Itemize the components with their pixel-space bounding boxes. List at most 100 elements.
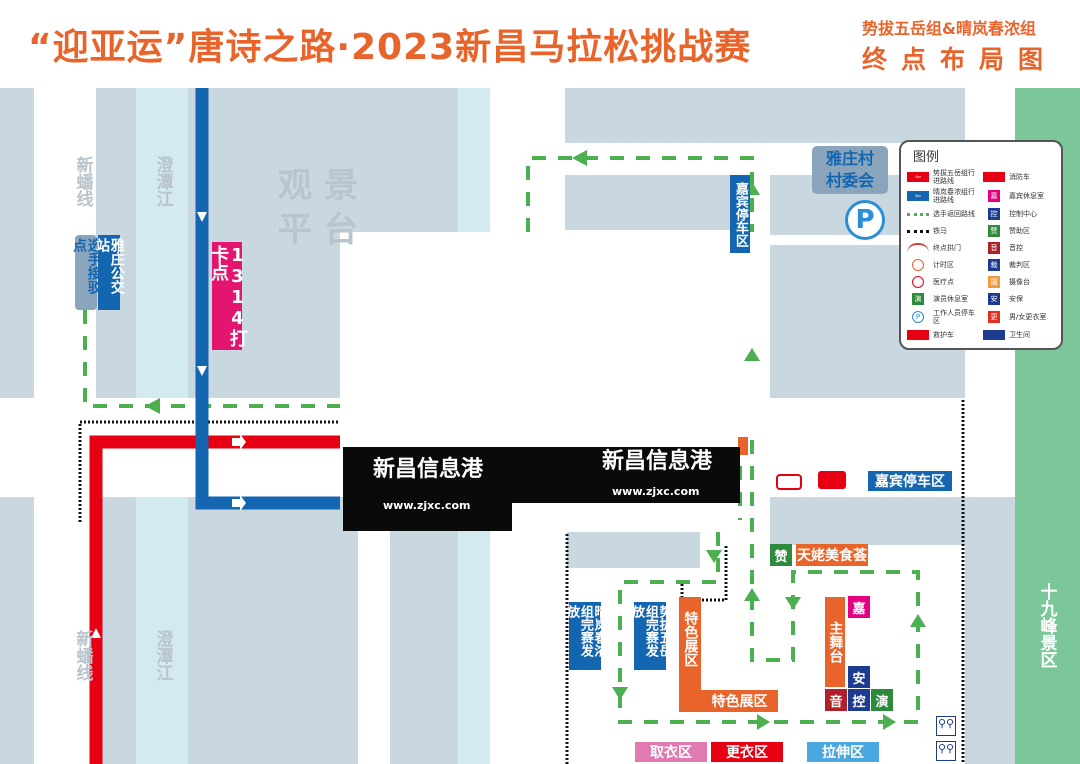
- fire-truck-icon: [818, 471, 846, 489]
- arch-icon: [907, 243, 929, 253]
- legend-label: 摄像台: [1009, 278, 1030, 286]
- city-block: [188, 497, 358, 764]
- toilet-icon: [983, 330, 1005, 340]
- legend-label: 男/女更衣室: [1009, 313, 1047, 321]
- performer-room-mark: 演: [871, 689, 893, 711]
- finish-qinglan-label: 晴岚春浓组完赛发放: [564, 602, 606, 670]
- legend-mark-icon: 音: [988, 242, 1000, 254]
- legend-item: 安安保: [983, 292, 1055, 306]
- blue-route: [195, 88, 340, 510]
- vip-parking-label: 嘉宾停车区: [868, 471, 952, 491]
- legend-label: 工作人员停车区: [933, 309, 975, 325]
- blank-region: [340, 232, 740, 446]
- city-block: [565, 88, 965, 143]
- watermark-logo: 新昌信息港 www.zjxc.com: [343, 447, 512, 531]
- legend-mark-icon: P: [912, 311, 924, 323]
- changing-area-label: 更衣区: [711, 742, 783, 762]
- fire-truck-icon: [983, 172, 1005, 182]
- legend-item: 裁裁判区: [983, 258, 1055, 272]
- feature-zone-label: 特色展区: [701, 690, 778, 712]
- map-subtitle: 势拔五岳组&晴岚春浓组: [862, 19, 1036, 38]
- legend-item: ⇦晴岚春浓组行进路线: [907, 188, 979, 204]
- return-arrows: [145, 150, 926, 730]
- legend-item: 音 音控: [983, 241, 1055, 255]
- city-block: [965, 497, 1015, 764]
- legend-item: 摄摄像台: [983, 275, 1055, 289]
- black-dots-icon: [907, 229, 929, 233]
- route-arrows: [91, 212, 246, 638]
- river: [136, 88, 188, 398]
- legend-mark-icon: 赞: [988, 225, 1000, 237]
- legend-label: 铁马: [933, 227, 947, 235]
- legend-item: 救护车: [907, 328, 979, 342]
- checkin-point-label: 1314打卡点: [208, 242, 248, 350]
- village-committee-label: 雅庄村村委会: [812, 146, 888, 194]
- river: [458, 497, 490, 764]
- legend-label: 控制中心: [1009, 210, 1037, 218]
- legend: 图例 ⇦ 势拔五岳组行进路线 消防车 ⇦晴岚春浓组行进路线嘉嘉宾休息室选手返回路线 控 控…: [899, 140, 1063, 350]
- road-label: 新蟠线: [72, 155, 93, 207]
- main-stage-label: 主舞台: [825, 597, 845, 687]
- food-court-label: 天姥美食荟: [796, 544, 868, 566]
- legend-label: 安保: [1009, 295, 1023, 303]
- city-block: [565, 175, 740, 230]
- legend-label: 卫生间: [1009, 331, 1030, 339]
- clothes-pickup-label: 取衣区: [635, 742, 707, 762]
- legend-item: 医疗点: [907, 275, 979, 289]
- camera-stand-mark: [738, 437, 748, 455]
- viewing-platform-label: 观景平台: [278, 166, 370, 250]
- legend-item: P 工作人员停车区: [907, 309, 979, 325]
- security-mark: 安: [848, 666, 870, 688]
- ambulance-icon: [907, 330, 929, 340]
- sponsor-zone-mark: 赞: [770, 544, 792, 566]
- city-block: [770, 497, 965, 545]
- legend-label: 医疗点: [933, 278, 954, 286]
- legend-item: 赞 赞助区: [983, 224, 1055, 238]
- city-block: [0, 497, 34, 764]
- legend-mark-icon: 更: [988, 311, 1000, 323]
- toilet-icon: ⚲⚲: [936, 741, 956, 761]
- legend-label: 赞助区: [1009, 227, 1030, 235]
- legend-label: 救护车: [933, 331, 954, 339]
- legend-mark-icon: 嘉: [988, 190, 1000, 202]
- legend-label: 选手返回路线: [933, 210, 975, 218]
- timer-icon: [912, 259, 924, 271]
- legend-item: 消防车: [983, 169, 1055, 185]
- bus-stop-label: 雅庄公交站: [94, 235, 125, 310]
- legend-label: 势拔五岳组行进路线: [933, 169, 975, 185]
- legend-label: 消防车: [1009, 173, 1030, 181]
- legend-label: 计时区: [933, 261, 954, 269]
- legend-item: 嘉嘉宾休息室: [983, 188, 1055, 204]
- legend-label: 演员休息室: [933, 295, 968, 303]
- legend-item: 计时区: [907, 258, 979, 272]
- city-block: [567, 532, 700, 568]
- control-center-mark: 控: [848, 689, 870, 711]
- legend-label: 晴岚春浓组行进路线: [933, 188, 975, 204]
- legend-mark-icon: 控: [988, 208, 1000, 220]
- river-label: 澄潭江: [152, 155, 173, 207]
- red-route: [89, 435, 340, 764]
- city-block: [0, 88, 34, 398]
- legend-item: 更 男/女更衣室: [983, 309, 1055, 325]
- medical-icon: [912, 276, 924, 288]
- barrier-fence: [78, 400, 965, 764]
- map-name: 终点布局图: [862, 45, 1058, 74]
- legend-mark-icon: 演: [912, 293, 924, 305]
- legend-title: 图例: [913, 150, 940, 165]
- city-block: [96, 497, 136, 764]
- legend-label: 音控: [1009, 244, 1023, 252]
- legend-label: 终点拱门: [933, 244, 961, 252]
- city-block: [390, 497, 458, 764]
- legend-item: 卫生间: [983, 328, 1055, 342]
- legend-items: ⇦ 势拔五岳组行进路线 消防车 ⇦晴岚春浓组行进路线嘉嘉宾休息室选手返回路线 控 控制中心…: [907, 169, 1055, 342]
- legend-item: 演 演员休息室: [907, 292, 979, 306]
- toilet-icon: ⚲⚲: [936, 716, 956, 736]
- river: [136, 497, 188, 764]
- vip-lounge-mark: 嘉: [848, 596, 870, 618]
- red-arrow-icon: ⇦: [907, 172, 929, 182]
- green-dash-icon: [907, 212, 929, 216]
- legend-item: 铁马: [907, 224, 979, 238]
- vip-parking-vertical-label: 嘉宾停车区: [730, 175, 750, 253]
- legend-label: 裁判区: [1009, 261, 1030, 269]
